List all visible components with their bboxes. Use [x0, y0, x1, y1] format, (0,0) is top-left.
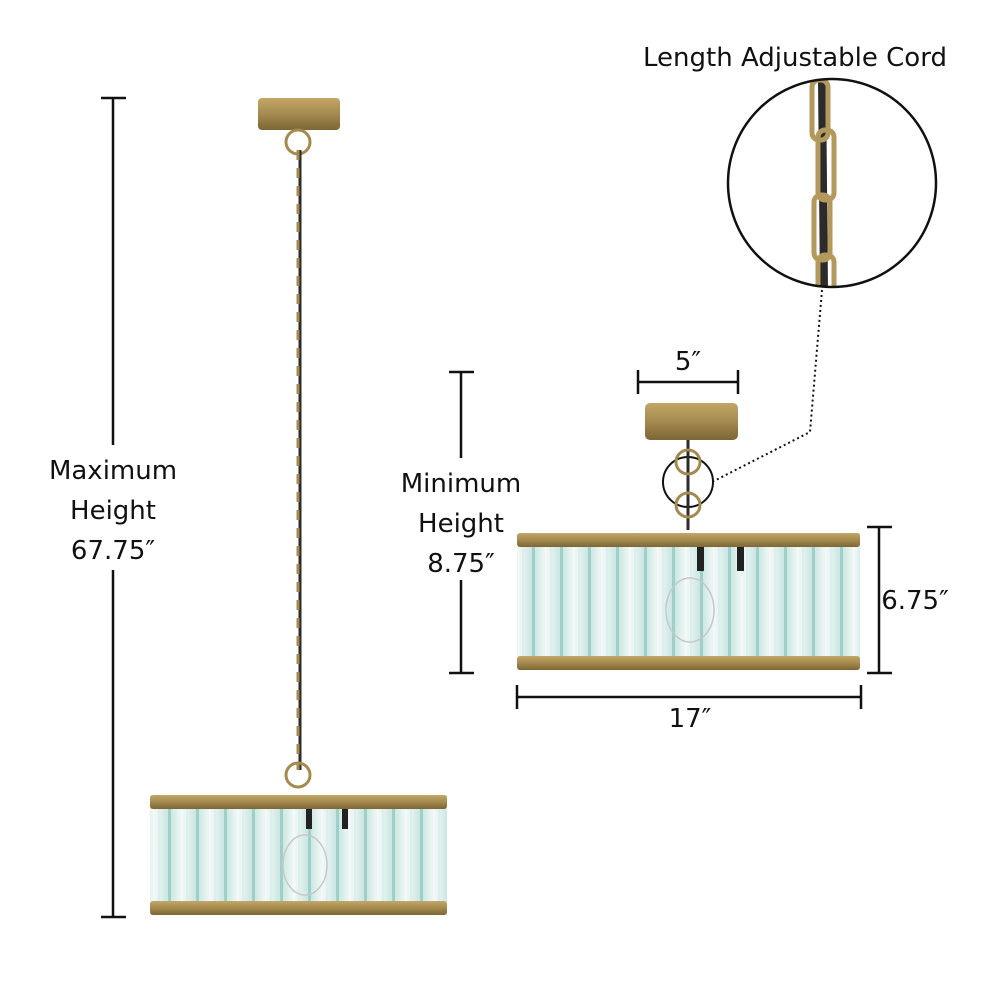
- chandelier-min-height-image: [517, 403, 860, 670]
- drum-height-value: 6.75″: [881, 586, 949, 616]
- chandelier-max-height-image: [150, 98, 447, 915]
- min-height-label-1: Minimum: [401, 469, 522, 499]
- canopy-width-dimension: [636, 370, 740, 394]
- drum-height-dimension: [867, 525, 892, 675]
- max-height-label-1: Maximum: [49, 456, 177, 486]
- max-height-dimension: [101, 96, 126, 919]
- cord-zoom-detail: [662, 77, 938, 508]
- min-height-value: 8.75″: [427, 549, 495, 579]
- drum-width-dimension: [515, 685, 863, 709]
- canopy-width-value: 5″: [675, 347, 702, 377]
- min-height-label-2: Height: [418, 509, 504, 539]
- max-height-label-2: Height: [70, 496, 156, 526]
- min-height-dimension: [449, 370, 474, 675]
- max-height-value: 67.75″: [71, 536, 155, 566]
- cord-title: Length Adjustable Cord: [643, 43, 947, 73]
- drum-width-value: 17″: [669, 704, 712, 734]
